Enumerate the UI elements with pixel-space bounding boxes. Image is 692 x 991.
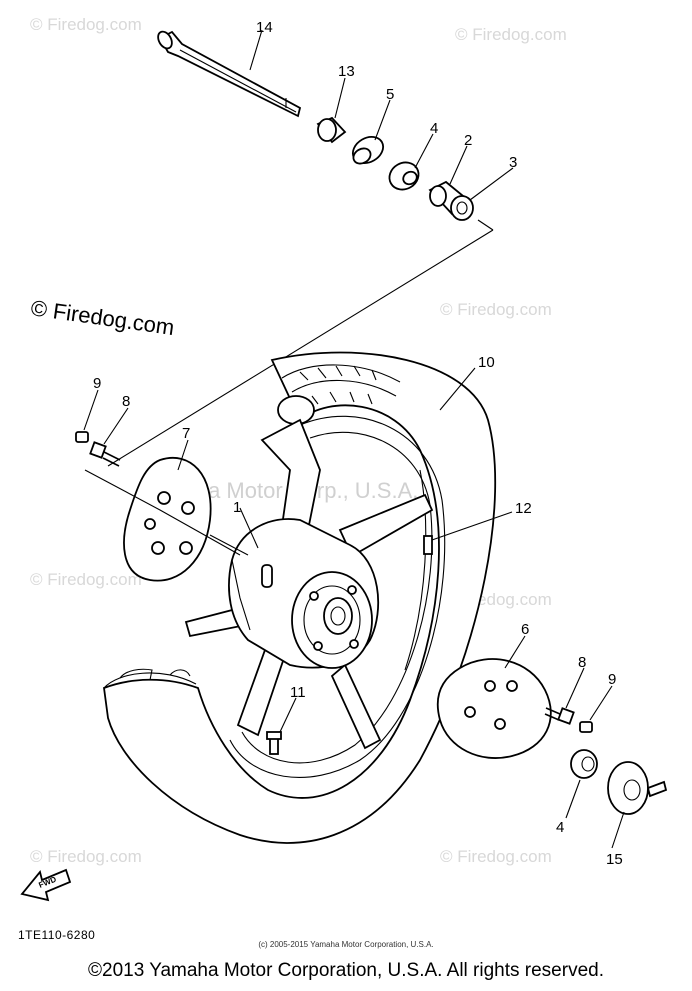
leader-12: [431, 511, 513, 541]
valve-part: [266, 731, 282, 755]
callout-9-left: 9: [93, 375, 101, 392]
callout-4-lower: 4: [556, 819, 564, 836]
callout-4-upper: 4: [430, 120, 438, 137]
leader-9-right: [589, 685, 613, 721]
callout-11: 11: [290, 684, 306, 701]
leader-15: [611, 811, 625, 849]
axle-line-tick: [477, 219, 494, 231]
watermark-brand: © Firedog.com: [29, 295, 176, 340]
callout-7: 7: [182, 425, 190, 442]
bearing-part-4-upper: [388, 161, 420, 191]
callout-10: 10: [478, 354, 495, 371]
bearing-part-5: [352, 135, 384, 165]
callout-2: 2: [464, 132, 472, 149]
watermark-bottom-right: © Firedog.com: [440, 847, 552, 866]
wheel-rim: [184, 415, 446, 778]
watermark-mid-left: © Firedog.com: [30, 570, 142, 589]
callout-3: 3: [509, 154, 517, 171]
leader-1: [239, 507, 259, 549]
forward-arrow-icon: FWD: [20, 868, 72, 902]
watermark-top-right: © Firedog.com: [455, 25, 567, 44]
callout-15: 15: [606, 851, 623, 868]
collar-part-3: [450, 195, 474, 221]
bolt-part-left: [89, 441, 121, 467]
leader-11: [279, 697, 297, 733]
watermark-bottom-left: © Firedog.com: [30, 847, 142, 866]
leader-10: [439, 367, 476, 411]
leader-4-upper: [414, 133, 434, 169]
brake-disc-right: [436, 658, 552, 759]
leader-9-left: [83, 389, 99, 431]
callout-8-left: 8: [122, 393, 130, 410]
callout-1: 1: [233, 499, 241, 516]
diagram-part-code: 1TE110-6280: [18, 928, 96, 942]
brake-disc-left: [123, 457, 212, 582]
watermark-top-left: © Firedog.com: [30, 15, 142, 34]
leader-6: [504, 635, 526, 669]
callout-8-right: 8: [578, 654, 586, 671]
leader-5: [374, 99, 391, 141]
callout-12: 12: [515, 500, 532, 517]
gear-unit-part: [607, 761, 668, 815]
bearing-part-4-lower: [570, 749, 598, 779]
callout-9-right: 9: [608, 671, 616, 688]
tire-part: [103, 351, 497, 844]
callout-5: 5: [386, 86, 394, 103]
balance-weight-part: [423, 535, 433, 555]
footer-copyright: ©2013 Yamaha Motor Corporation, U.S.A. A…: [88, 960, 604, 981]
leader-3: [469, 167, 514, 201]
leader-disc-hub-2: [209, 534, 249, 556]
axle-part: [157, 30, 302, 118]
leader-2: [449, 145, 468, 185]
small-copyright-notice: (c) 2005-2015 Yamaha Motor Corporation, …: [258, 940, 434, 949]
leader-7: [177, 439, 189, 471]
nut-part-right: [579, 721, 593, 733]
bolt-part-right: [544, 707, 575, 725]
collar-part: [316, 116, 347, 144]
callout-6: 6: [521, 621, 529, 638]
hub-part: [228, 518, 380, 669]
watermark-mid-right: © Firedog.com: [440, 300, 552, 319]
axle-center-line: [107, 229, 494, 467]
nut-part-left: [75, 431, 89, 443]
leader-13: [334, 77, 346, 119]
callout-14: 14: [256, 19, 273, 36]
leader-14: [249, 29, 263, 71]
leader-4-lower: [565, 779, 581, 819]
leader-disc-to-hub: [84, 469, 241, 556]
leader-8-left: [103, 407, 129, 445]
callout-13: 13: [338, 63, 355, 80]
leader-8-right: [565, 667, 585, 709]
